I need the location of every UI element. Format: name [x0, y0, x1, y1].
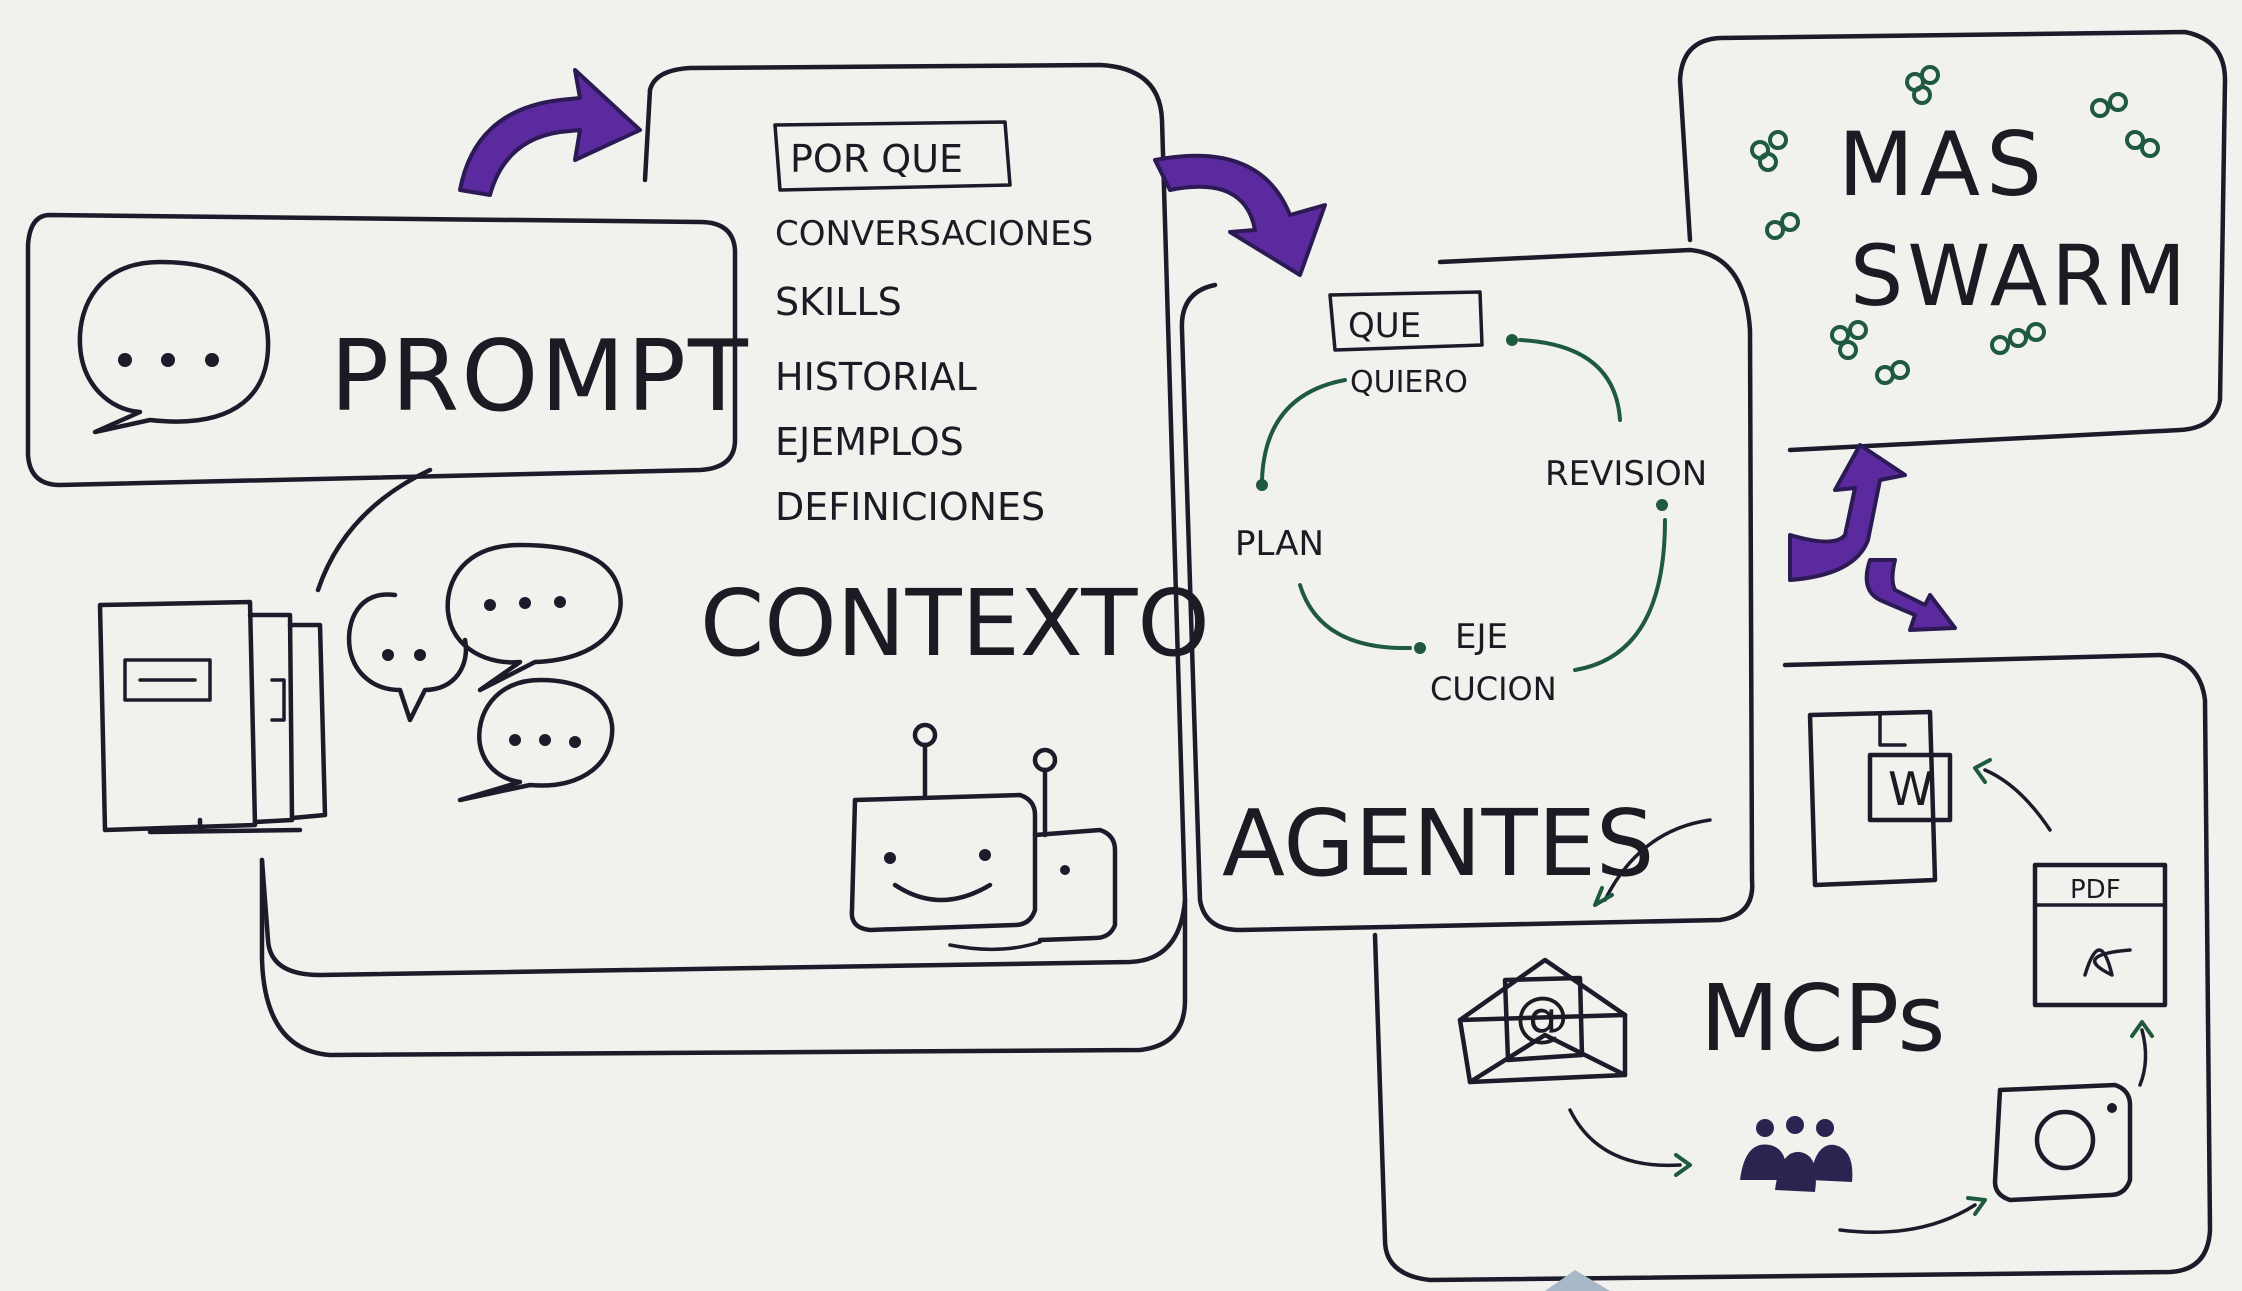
arrow-prompt-to-contexto — [458, 68, 642, 197]
pdf-icon: PDF — [2032, 862, 2168, 1008]
cycle-que: QUE — [1348, 306, 1421, 346]
paper-fold — [1545, 1270, 1610, 1291]
cycle-quiero: QUIERO — [1350, 365, 1468, 400]
agent-cycle: QUE QUIERO PLAN REVISION EJE CUCION — [1235, 290, 1707, 708]
contexto-item: DEFINICIONES — [775, 485, 1045, 529]
chat-bubble-icon — [77, 259, 271, 435]
camera-icon — [1992, 1082, 2133, 1203]
contexto-title: CONTEXTO — [700, 570, 1210, 677]
agentes-box: AGENTES QUE QUIERO PLAN REVISION EJE CUC… — [1179, 247, 1755, 933]
cycle-revision: REVISION — [1545, 454, 1707, 494]
word-doc-label: W — [1888, 762, 1933, 816]
contexto-list: CONVERSACIONES SKILLS HISTORIAL EJEMPLOS… — [775, 214, 1093, 529]
contexto-item: EJEMPLOS — [775, 420, 964, 464]
agentes-title: AGENTES — [1222, 790, 1654, 897]
contexto-item: SKILLS — [775, 280, 902, 324]
conversation-bubbles-icon — [346, 542, 623, 803]
documents-icon — [97, 599, 328, 835]
email-icon: @ — [1457, 957, 1628, 1085]
arrow-swarm-mcps — [1788, 443, 1957, 632]
mcps-box: MCPs W PDF @ — [1372, 652, 2213, 1283]
swarm-title: SWARM — [1850, 227, 2190, 325]
prompt-box: PROMPT — [25, 212, 750, 488]
arrow-contexto-to-agentes — [1153, 153, 1327, 277]
mas-swarm-box: MAS SWARM — [1677, 29, 2228, 453]
cycle-plan: PLAN — [1235, 524, 1324, 564]
prompt-title: PROMPT — [330, 320, 750, 434]
contexto-box: POR QUE CONVERSACIONES SKILLS HISTORIAL … — [97, 62, 1210, 1058]
team-icon — [1740, 1116, 1853, 1192]
contexto-boxed-item: POR QUE — [790, 137, 963, 181]
contexto-item: CONVERSACIONES — [775, 214, 1093, 254]
pdf-label: PDF — [2070, 875, 2121, 905]
robot-icon — [849, 722, 1118, 952]
cycle-cucion: CUCION — [1430, 670, 1557, 708]
mcps-title: MCPs — [1700, 965, 1945, 1072]
word-doc-icon: W — [1807, 709, 1953, 888]
agent-dots-icon — [1750, 65, 2160, 385]
mas-title: MAS — [1838, 113, 2048, 216]
cycle-eje: EJE — [1455, 617, 1508, 657]
email-label: @ — [1515, 985, 1569, 1048]
contexto-item: HISTORIAL — [775, 355, 977, 399]
